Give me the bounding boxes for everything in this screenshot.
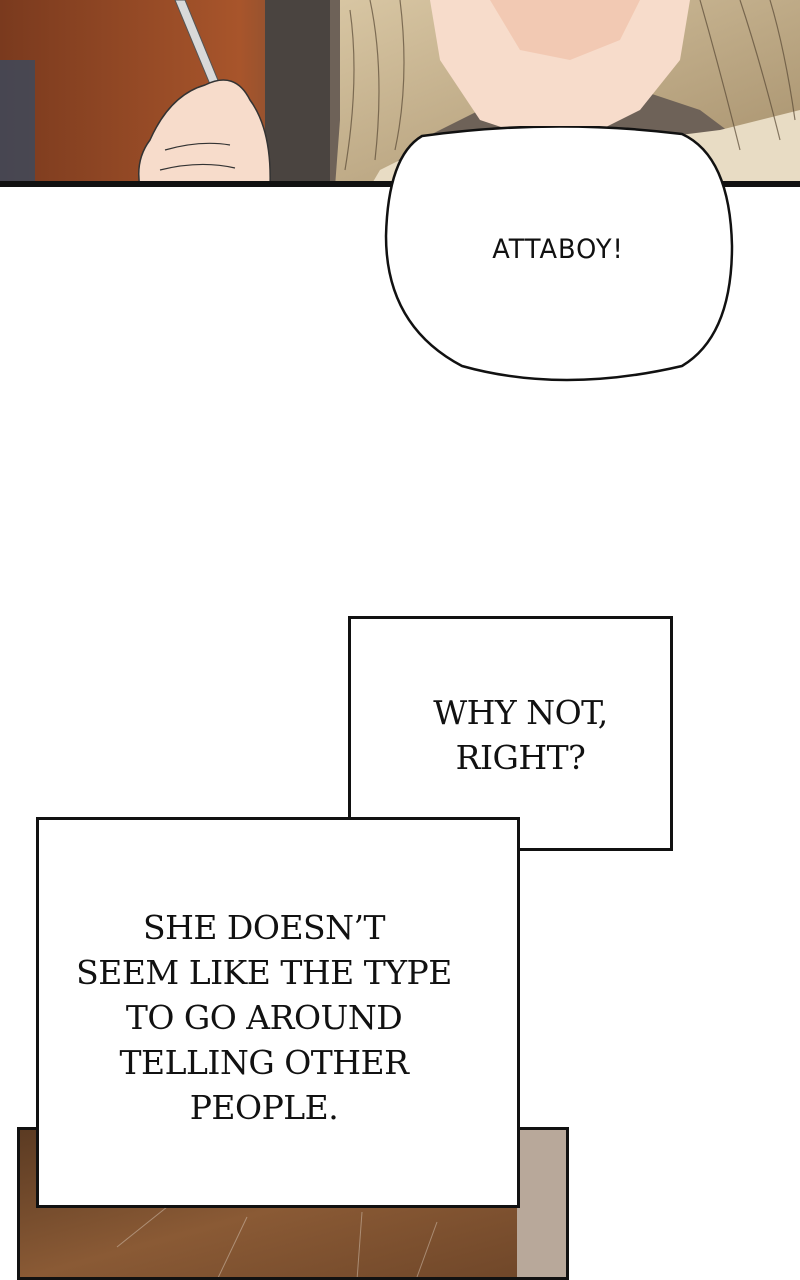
caption-text-1: WHY NOT, RIGHT? [433, 693, 608, 777]
caption-box-2: SHE DOESN’T SEEM LIKE THE TYPE TO GO ARO… [36, 817, 520, 1208]
caption-text-2: SHE DOESN’T SEEM LIKE THE TYPE TO GO ARO… [76, 908, 452, 1127]
speech-bubble-text: ATTABOY! [492, 234, 624, 265]
speech-bubble [384, 126, 734, 382]
caption-box-1: WHY NOT, RIGHT? [348, 616, 673, 851]
